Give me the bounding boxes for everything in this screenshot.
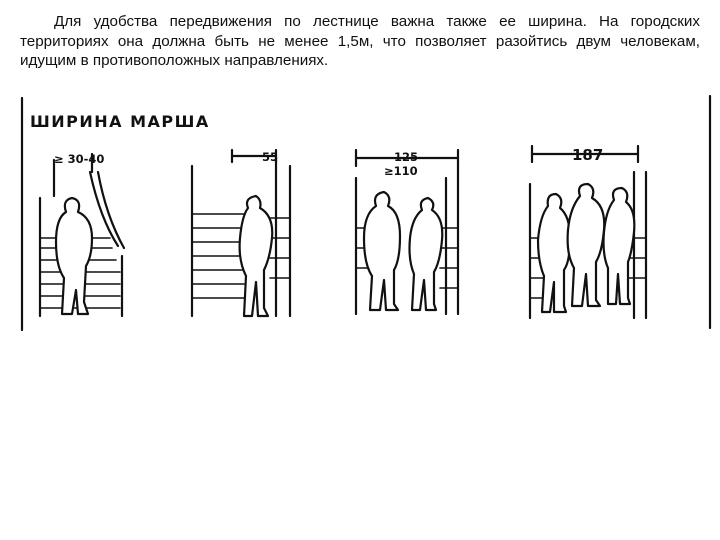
body-paragraph: Для удобства передвижения по лестнице ва…	[20, 13, 700, 69]
person-figure	[408, 196, 444, 312]
stair-width-drawing	[20, 94, 712, 332]
panel-two-people-125	[354, 148, 460, 316]
person-figure	[54, 196, 94, 316]
panel-three-people-187	[528, 144, 648, 320]
person-figure	[362, 190, 402, 312]
person-figure	[536, 192, 572, 314]
person-figure	[238, 194, 274, 318]
person-figure	[602, 186, 636, 306]
dimension-label-1: ≥ 30-40	[54, 152, 105, 166]
panel-stair-one-person	[190, 148, 292, 318]
dimension-label-4: 187	[572, 146, 604, 164]
figure-heading: ШИРИНА МАРША	[30, 112, 210, 131]
dimension-label-3-bottom: ≥110	[384, 164, 418, 178]
panel-stair-handrail	[38, 152, 126, 318]
stair-width-figure: ШИРИНА МАРША ≥ 30-40 55 125 ≥110 187	[0, 88, 720, 348]
dimension-label-2: 55	[262, 150, 279, 164]
dimension-label-3-top: 125	[394, 150, 419, 164]
person-figure	[566, 182, 606, 308]
